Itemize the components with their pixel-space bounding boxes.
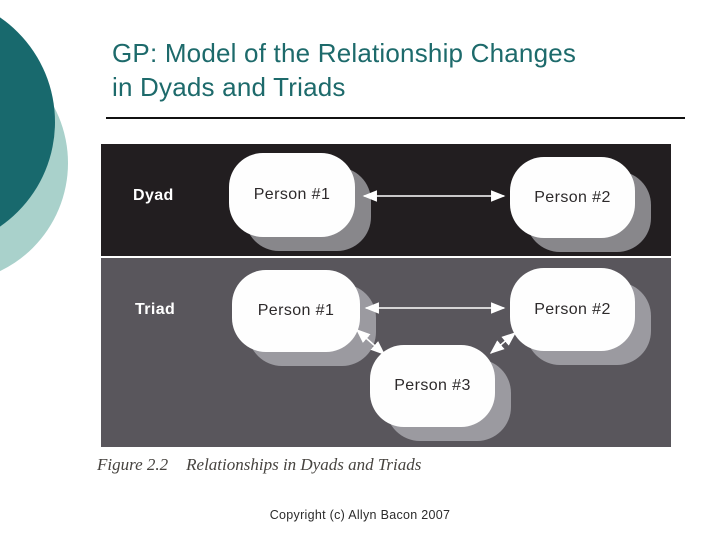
person-box-triad-person2-label: Person #2 bbox=[534, 300, 611, 318]
figure-caption: Figure 2.2 Relationships in Dyads and Tri… bbox=[97, 455, 421, 475]
person-box-triad-person1: Person #1 bbox=[232, 270, 360, 352]
person-box-triad-person1-label: Person #1 bbox=[257, 302, 335, 319]
person-box-dyad-person1-label: Person #1 bbox=[253, 186, 331, 203]
triad-row-label: Triad bbox=[135, 301, 176, 318]
slide-title-line1: GP: Model of the Relationship Changes bbox=[112, 38, 577, 68]
person-box-triad-person3-label: Person #3 bbox=[394, 377, 471, 394]
copyright-footer: Copyright (c) Allyn Bacon 2007 bbox=[269, 508, 451, 522]
slide-title-line2: in Dyads and Triads bbox=[112, 72, 346, 102]
person-box-triad-person3: Person #3 bbox=[370, 345, 495, 427]
figure-caption-number: Figure 2.2 bbox=[97, 455, 169, 474]
slide-title: GP: Model of the Relationship Changes in… bbox=[112, 36, 702, 104]
person-box-dyad-person1: Person #1 bbox=[229, 153, 355, 237]
person-box-dyad-person2: Person #2 bbox=[510, 157, 635, 238]
figure-caption-title: Relationships in Dyads and Triads bbox=[186, 455, 422, 474]
person-box-triad-person2: Person #2 bbox=[510, 268, 635, 351]
person-box-dyad-person2-label: Person #2 bbox=[534, 188, 611, 206]
dyad-row-label: Dyad bbox=[133, 187, 174, 204]
relationship-figure: Dyad Triad Person #1 Person #2 Person #1… bbox=[101, 144, 671, 447]
title-underline bbox=[106, 117, 685, 119]
